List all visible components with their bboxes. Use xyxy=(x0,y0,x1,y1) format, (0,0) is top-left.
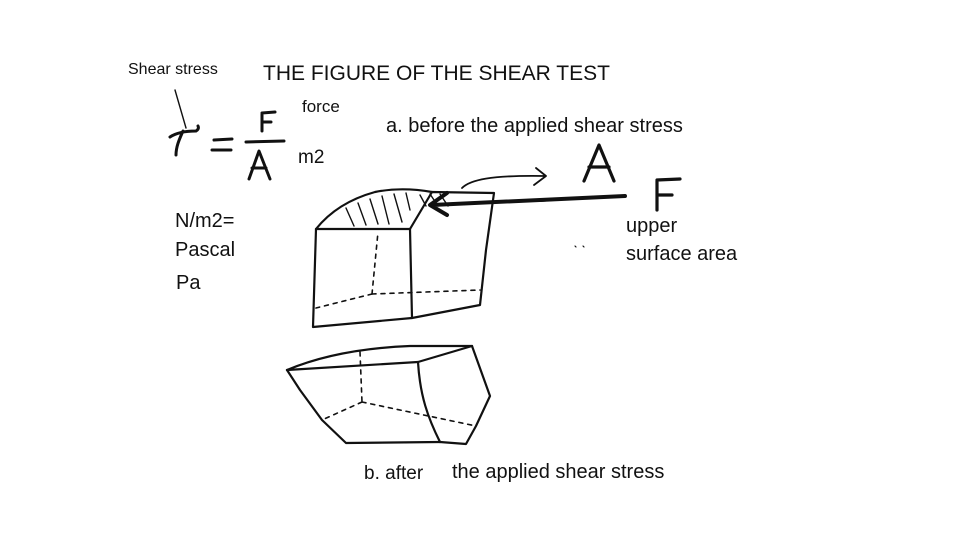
before-caption: a. before the applied shear stress xyxy=(386,115,683,137)
units-line-3: Pa xyxy=(176,272,201,294)
shear-stress-label: Shear stress xyxy=(128,61,218,78)
surface-area-label: surface area xyxy=(626,243,738,265)
force-symbol-f xyxy=(655,177,682,212)
after-caption-prefix: b. after xyxy=(364,463,424,484)
label-pointer-line xyxy=(174,89,187,129)
applied-force-arrow xyxy=(428,191,627,217)
fraction-bar xyxy=(244,139,286,144)
figure-title: THE FIGURE OF THE SHEAR TEST xyxy=(263,62,610,85)
upper-block xyxy=(311,188,496,329)
upper-label: upper xyxy=(626,215,678,237)
arrow-tail-line xyxy=(539,198,566,202)
tau-symbol xyxy=(168,124,200,157)
equals-sign xyxy=(210,137,234,152)
numerator-f xyxy=(260,110,277,133)
units-line-1: N/m2= xyxy=(175,210,235,232)
stray-mark xyxy=(574,245,585,248)
denominator-a xyxy=(247,149,272,181)
lower-block xyxy=(285,344,492,446)
shear-direction-arrow xyxy=(461,167,547,189)
units-line-2: Pascal xyxy=(175,239,236,261)
m2-label: m2 xyxy=(298,147,325,168)
force-label: force xyxy=(302,97,340,116)
area-symbol-a xyxy=(582,143,616,183)
after-caption-rest: the applied shear stress xyxy=(452,461,665,483)
